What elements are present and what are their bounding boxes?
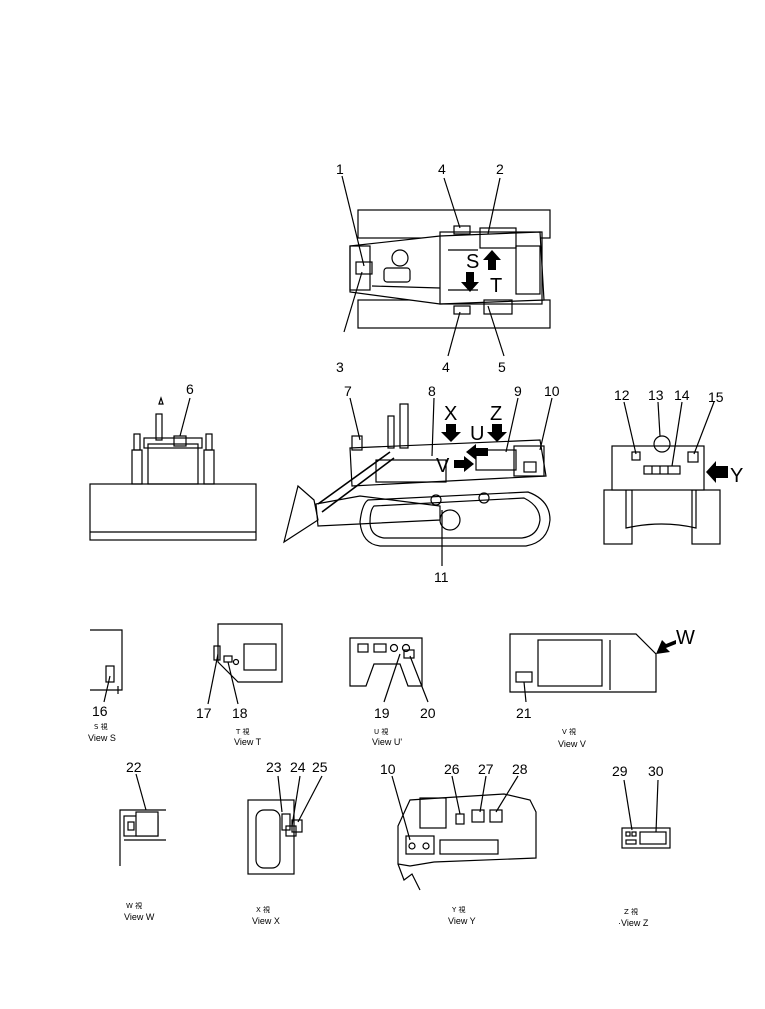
view-letter-t: T bbox=[490, 275, 502, 297]
view-letter-s: S bbox=[466, 251, 479, 273]
view-letter-z: Z bbox=[490, 403, 502, 425]
view-letter-w: W bbox=[676, 627, 695, 649]
callout-8: 8 bbox=[428, 383, 436, 399]
leader-lines-side bbox=[349, 397, 553, 566]
view-v-drawing bbox=[509, 633, 676, 703]
callout-20: 20 bbox=[420, 705, 436, 721]
callout-30: 30 bbox=[648, 763, 664, 779]
callout-6: 6 bbox=[186, 381, 194, 397]
view-u-drawing bbox=[349, 637, 429, 703]
view-s-caption-jp: S 視 bbox=[94, 722, 108, 731]
view-z-drawing bbox=[621, 779, 671, 849]
view-w-caption: View W bbox=[124, 912, 155, 922]
view-t-drawing bbox=[207, 623, 283, 705]
view-s-caption: View S bbox=[88, 733, 116, 743]
callout-16: 16 bbox=[92, 703, 108, 719]
view-u-caption-jp: U 視 bbox=[374, 727, 388, 736]
callout-3: 3 bbox=[336, 359, 344, 375]
callout-26: 26 bbox=[444, 761, 460, 777]
view-x-caption-jp: X 視 bbox=[256, 905, 270, 914]
view-y-caption-jp: Y 視 bbox=[451, 905, 466, 914]
callout-27: 27 bbox=[478, 761, 494, 777]
view-s-drawing bbox=[90, 629, 123, 703]
callout-25: 25 bbox=[312, 759, 328, 775]
callout-19: 19 bbox=[374, 705, 390, 721]
callout-11: 11 bbox=[434, 569, 449, 585]
callout-18: 18 bbox=[232, 705, 248, 721]
view-v-caption-jp: V 視 bbox=[562, 727, 576, 736]
callout-24: 24 bbox=[290, 759, 306, 775]
view-v-caption: View V bbox=[558, 739, 586, 749]
leader-6 bbox=[179, 397, 191, 437]
callout-22: 22 bbox=[126, 759, 142, 775]
callout-9: 9 bbox=[514, 383, 522, 399]
view-w-caption-jp: W 視 bbox=[126, 901, 142, 910]
view-z-caption: ·View Z bbox=[618, 918, 649, 928]
view-letter-u: U bbox=[470, 423, 484, 445]
view-x-caption: View X bbox=[252, 916, 280, 926]
front-view-drawing bbox=[89, 396, 257, 541]
callout-14: 14 bbox=[674, 387, 690, 403]
rear-view-drawing bbox=[603, 435, 728, 545]
view-letter-x: X bbox=[444, 403, 457, 425]
top-view-drawing bbox=[349, 209, 551, 329]
side-view-drawing bbox=[283, 403, 551, 547]
view-y-caption: View Y bbox=[448, 916, 476, 926]
callout-10-side: 10 bbox=[544, 383, 560, 399]
view-x-drawing bbox=[247, 775, 323, 875]
callout-21: 21 bbox=[516, 705, 532, 721]
leader-lines-top bbox=[341, 175, 505, 357]
callout-13: 13 bbox=[648, 387, 664, 403]
callout-10-viewy: 10 bbox=[380, 761, 396, 777]
callout-29: 29 bbox=[612, 763, 628, 779]
callout-4-top: 4 bbox=[438, 161, 446, 177]
callout-17: 17 bbox=[196, 705, 212, 721]
view-letter-v: V bbox=[436, 455, 450, 477]
callout-2: 2 bbox=[496, 161, 504, 177]
callout-4-bottom: 4 bbox=[442, 359, 450, 375]
callout-28: 28 bbox=[512, 761, 528, 777]
callout-5: 5 bbox=[498, 359, 506, 375]
view-t-caption-jp: T 視 bbox=[235, 727, 250, 736]
callout-1: 1 bbox=[336, 161, 344, 177]
view-u-caption: View U' bbox=[372, 737, 402, 747]
view-letter-y: Y bbox=[730, 465, 743, 487]
view-z-caption-jp: Z 視 bbox=[624, 907, 638, 916]
leader-lines-rear bbox=[623, 401, 715, 467]
view-y-drawing bbox=[391, 775, 537, 891]
view-w-drawing bbox=[119, 773, 166, 866]
callout-7: 7 bbox=[344, 383, 352, 399]
view-t-caption: View T bbox=[234, 737, 262, 747]
callout-15: 15 bbox=[708, 389, 724, 405]
callout-12: 12 bbox=[614, 387, 630, 403]
callout-23: 23 bbox=[266, 759, 282, 775]
